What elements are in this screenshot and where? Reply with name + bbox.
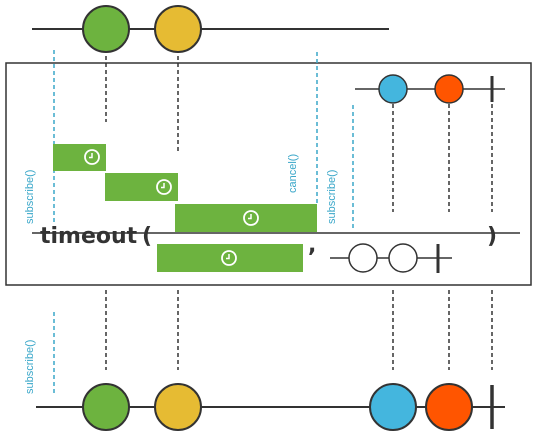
operator-name: timeout: [40, 224, 138, 249]
output-green-marble: [82, 383, 130, 431]
operator-close-paren: ): [487, 224, 497, 249]
fallback-arg-marble-1: [348, 243, 378, 273]
timeout-bar-1: [53, 144, 106, 171]
clock-icon: [84, 149, 100, 165]
subscribe-fallback-label: subscribe(): [326, 170, 338, 224]
fallback-arg-marble-2: [388, 243, 418, 273]
timeout-bar-3: [175, 204, 317, 232]
timeout-bar-4: [157, 244, 303, 272]
source-green-marble: [82, 5, 130, 53]
operator-open-paren: (: [142, 224, 152, 249]
timeout-bar-2: [105, 173, 178, 201]
operator-box: [5, 62, 532, 286]
output-blue-marble: [369, 383, 417, 431]
clock-icon: [221, 250, 237, 266]
clock-icon: [243, 210, 259, 226]
output-yellow-marble: [154, 383, 202, 431]
output-orange-marble: [425, 383, 473, 431]
subscribe-source-label: subscribe(): [24, 170, 36, 224]
subscribe-output-label: subscribe(): [24, 340, 36, 394]
source-yellow-marble: [154, 5, 202, 53]
fallback-blue-marble: [378, 74, 408, 104]
operator-comma: ,: [308, 233, 316, 258]
cancel-source-label: cancel(): [287, 154, 299, 193]
clock-icon: [156, 179, 172, 195]
fallback-orange-marble: [434, 74, 464, 104]
